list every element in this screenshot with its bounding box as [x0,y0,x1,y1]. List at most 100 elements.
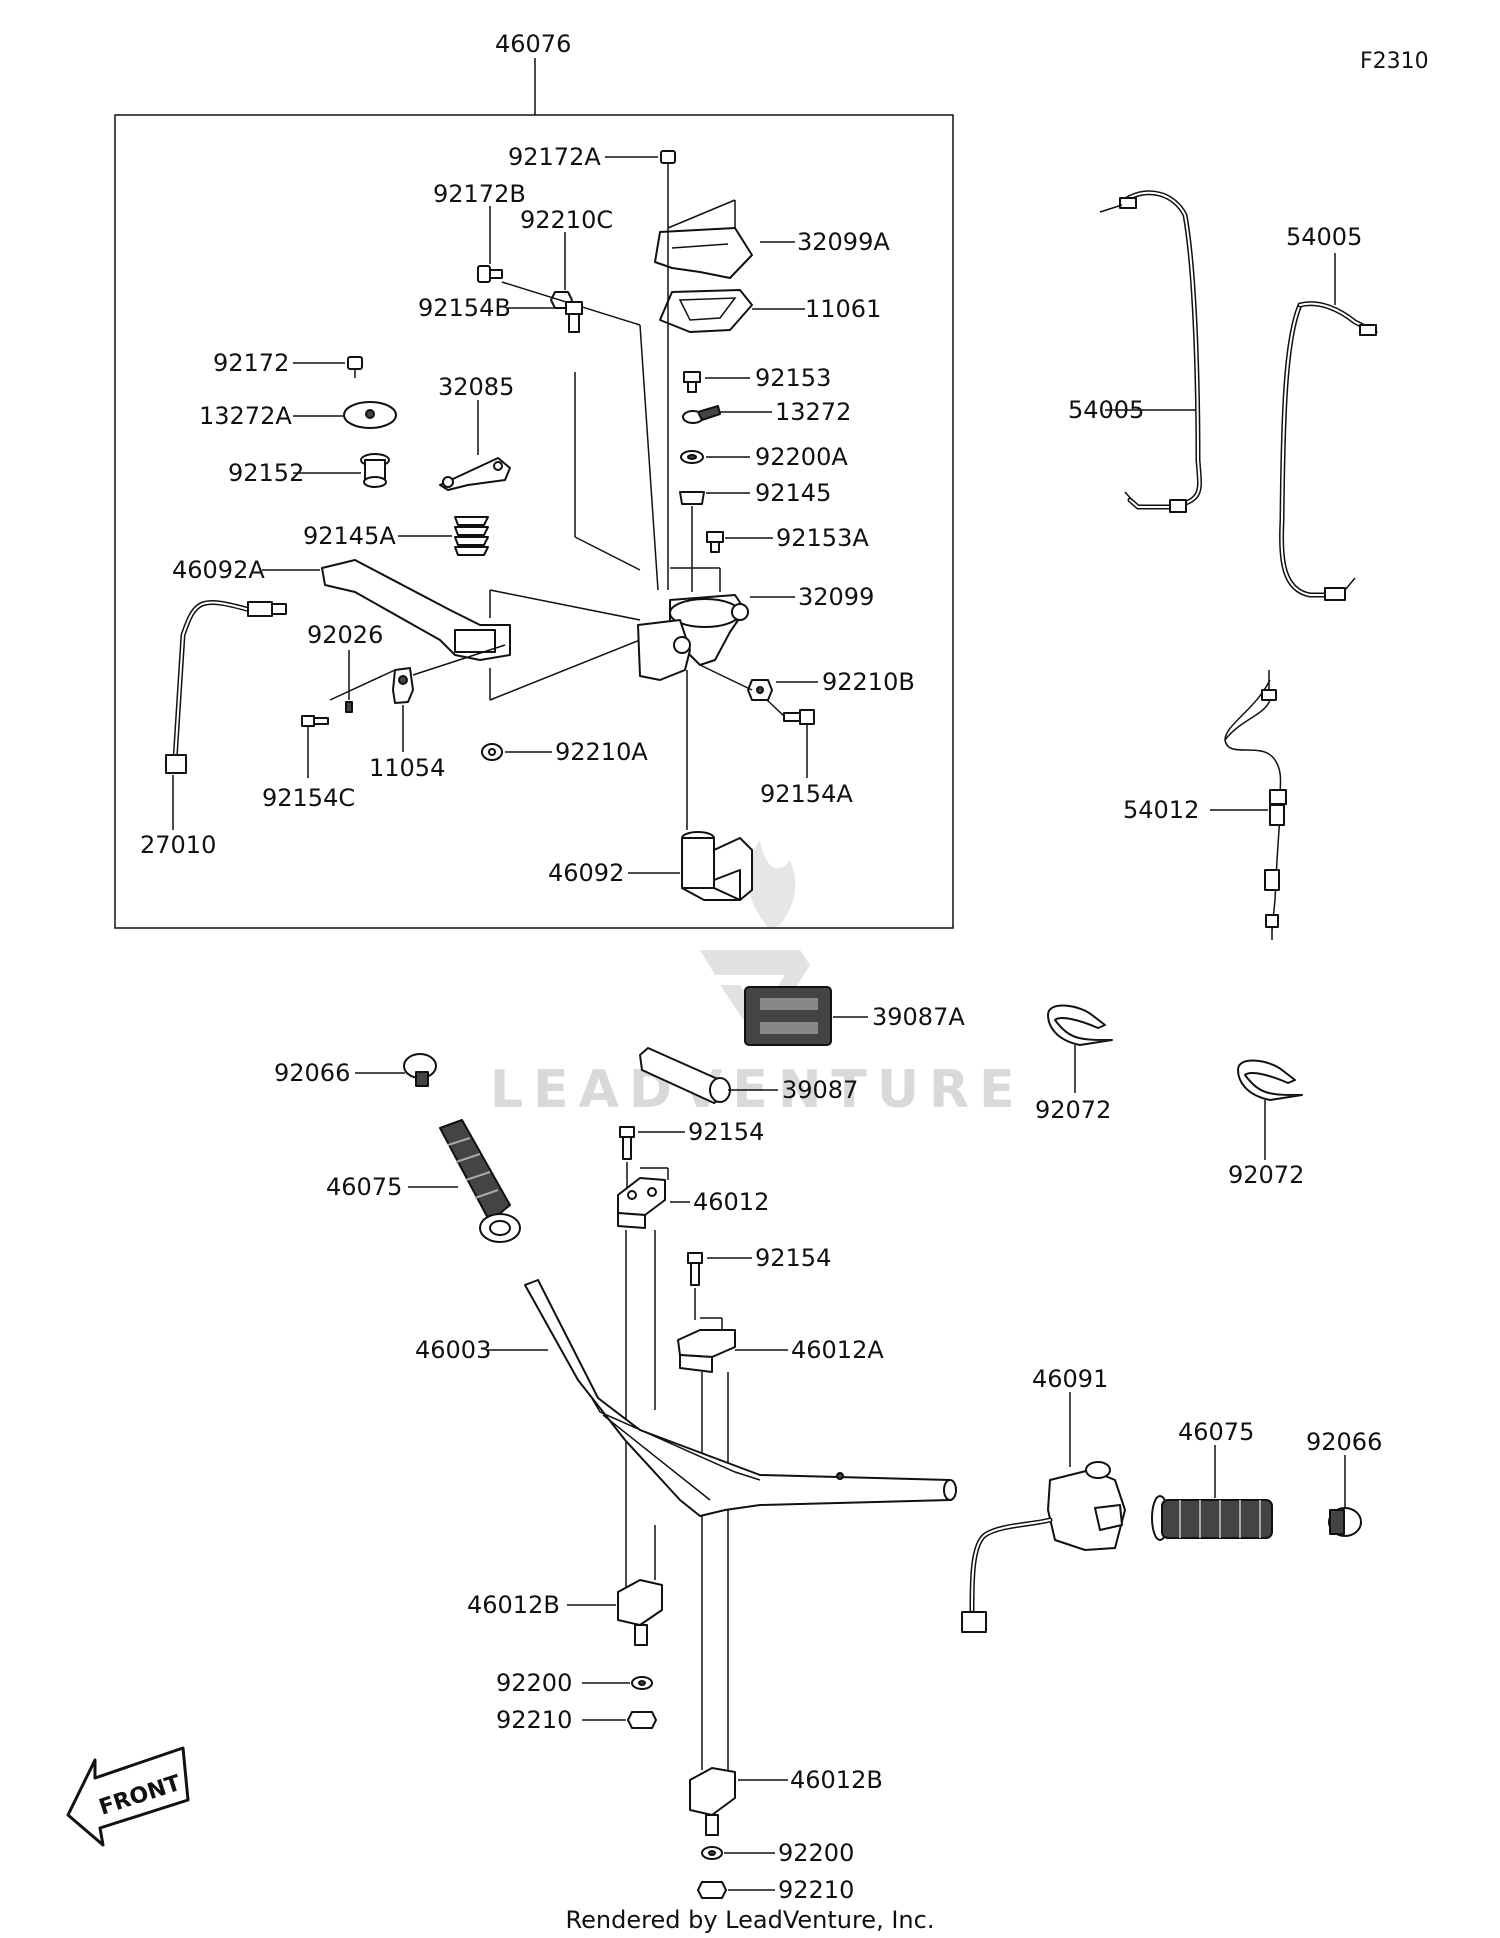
part-label-92172[interactable]: 92172 [213,349,289,377]
washer-92200A[interactable] [680,450,704,464]
plate-32085[interactable] [439,457,511,491]
part-label-54005b[interactable]: 54005 [1286,223,1362,251]
pin-92026[interactable] [345,701,353,713]
pin-92152[interactable] [360,453,390,488]
washer-92200-b[interactable] [701,1846,723,1860]
holder-46012B-a[interactable] [617,1579,663,1646]
part-label-92154C[interactable]: 92154C [262,784,355,812]
footer-credit: Rendered by LeadVenture, Inc. [566,1906,935,1934]
switch-cable-27010[interactable] [165,600,287,774]
part-label-92172B[interactable]: 92172B [433,180,526,208]
part-label-13272[interactable]: 13272 [775,398,851,426]
nut-92210-a[interactable] [627,1711,657,1729]
gasket-11061[interactable] [659,289,753,333]
screw-92154C[interactable] [301,715,329,727]
part-label-92210A[interactable]: 92210A [555,738,648,766]
part-label-46075b[interactable]: 46075 [1178,1418,1254,1446]
part-label-92200A[interactable]: 92200A [755,443,848,471]
part-label-92172A[interactable]: 92172A [508,143,601,171]
part-label-32085[interactable]: 32085 [438,373,514,401]
throttle-cable-54012[interactable] [1224,670,1287,940]
part-label-54012[interactable]: 54012 [1123,796,1199,824]
screw-92172B[interactable] [477,265,503,283]
clutch-cable-54005-left[interactable] [1099,190,1202,513]
grip-46075-right[interactable] [1151,1495,1273,1541]
clip-92072-b[interactable] [1237,1059,1303,1101]
screw-92153A[interactable] [706,531,724,553]
bolt-92153[interactable] [683,371,701,393]
washer-92200-a[interactable] [631,1676,653,1690]
master-cylinder-32099[interactable] [637,594,749,681]
part-label-92154a[interactable]: 92154 [688,1118,764,1146]
nut-92210-b[interactable] [697,1881,727,1899]
part-label-92072a[interactable]: 92072 [1035,1096,1111,1124]
part-label-46012Ba[interactable]: 46012B [467,1591,560,1619]
screw-92172A[interactable] [660,150,676,172]
holder-46012A[interactable] [677,1329,736,1373]
part-label-46075a[interactable]: 46075 [326,1173,402,1201]
part-label-32099A[interactable]: 32099A [797,228,890,256]
collar-11054[interactable] [392,667,414,704]
bolt-92154-b[interactable] [687,1252,703,1286]
diagram-ref-code: F2310 [1360,49,1429,74]
plate-13272A[interactable] [343,401,397,429]
part-label-92145[interactable]: 92145 [755,479,831,507]
part-label-46012A[interactable]: 46012A [791,1336,884,1364]
lever-46092A[interactable] [321,559,511,661]
part-label-11054[interactable]: 11054 [369,754,445,782]
part-label-92200a[interactable]: 92200 [496,1669,572,1697]
part-label-92152[interactable]: 92152 [228,459,304,487]
part-label-92145A[interactable]: 92145A [303,522,396,550]
part-label-92153[interactable]: 92153 [755,364,831,392]
spring-92145A[interactable] [454,516,489,556]
nut-92210A[interactable] [481,743,503,761]
part-label-27010[interactable]: 27010 [140,831,216,859]
pad-39087A[interactable] [744,986,832,1046]
handlebar-46003[interactable] [524,1279,957,1517]
bolt-92154A[interactable] [783,709,815,725]
clutch-cable-54005-right[interactable] [1279,301,1378,601]
bracket-46092[interactable] [681,831,753,901]
part-label-92154A[interactable]: 92154A [760,780,853,808]
part-label-46092[interactable]: 46092 [548,859,624,887]
part-label-13272A[interactable]: 13272A [199,402,292,430]
part-label-92210a[interactable]: 92210 [496,1706,572,1734]
part-label-46003[interactable]: 46003 [415,1336,491,1364]
holder-46012[interactable] [617,1177,666,1229]
part-label-54005a[interactable]: 54005 [1068,396,1144,424]
part-label-11061[interactable]: 11061 [805,295,881,323]
bolt-92154-a[interactable] [619,1126,635,1160]
seal-92145[interactable] [679,491,705,505]
part-label-92210B[interactable]: 92210B [822,668,915,696]
end-cap-92066-right[interactable] [1328,1507,1362,1537]
part-label-46076[interactable]: 46076 [495,30,571,58]
part-label-92154B[interactable]: 92154B [418,294,511,322]
part-label-92154b[interactable]: 92154 [755,1244,831,1272]
screw-92172[interactable] [347,356,363,378]
part-label-92210C[interactable]: 92210C [520,206,613,234]
terminal-13272[interactable] [682,405,721,424]
part-label-46012[interactable]: 46012 [693,1188,769,1216]
holder-46012B-b[interactable] [689,1767,736,1836]
part-label-46091[interactable]: 46091 [1032,1365,1108,1393]
part-label-92066a[interactable]: 92066 [274,1059,350,1087]
switch-housing-46091[interactable] [961,1461,1126,1633]
part-label-92026[interactable]: 92026 [307,621,383,649]
end-cap-92066-left[interactable] [403,1053,437,1087]
cover-32099A[interactable] [654,227,753,279]
part-label-92153A[interactable]: 92153A [776,524,869,552]
part-label-39087A[interactable]: 39087A [872,1003,965,1031]
part-label-92210b[interactable]: 92210 [778,1876,854,1904]
bolt-92154B[interactable] [565,301,583,333]
front-direction-arrow-icon: FRONT [66,1746,190,1847]
part-label-92066b[interactable]: 92066 [1306,1428,1382,1456]
part-label-32099[interactable]: 32099 [798,583,874,611]
grip-46075-left[interactable] [439,1119,521,1243]
part-label-46092A[interactable]: 46092A [172,556,265,584]
part-label-92200b[interactable]: 92200 [778,1839,854,1867]
part-label-46012Bb[interactable]: 46012B [790,1766,883,1794]
part-label-92072b[interactable]: 92072 [1228,1161,1304,1189]
part-label-39087[interactable]: 39087 [782,1076,858,1104]
clip-92072-a[interactable] [1047,1004,1113,1046]
